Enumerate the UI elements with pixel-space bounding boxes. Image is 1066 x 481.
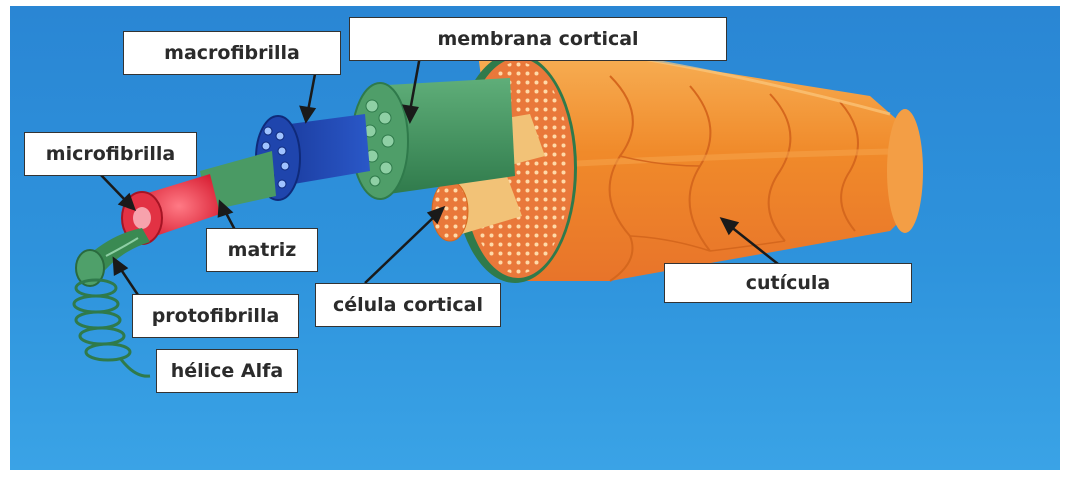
label-macrofibrilla: macrofibrilla xyxy=(123,31,341,75)
label-matriz: matriz xyxy=(206,228,318,272)
label-celula-cortical: célula cortical xyxy=(315,283,501,327)
label-microfibrilla: microfibrilla xyxy=(24,132,197,176)
label-membrana-cortical: membrana cortical xyxy=(349,17,727,61)
label-cuticula: cutícula xyxy=(664,263,912,303)
diagram-frame: membrana cortical macrofibrilla microfib… xyxy=(10,6,1060,470)
label-helice-alfa: hélice Alfa xyxy=(156,349,298,393)
label-protofibrilla: protofibrilla xyxy=(132,294,299,338)
wool-fiber-diagram xyxy=(10,6,1060,470)
